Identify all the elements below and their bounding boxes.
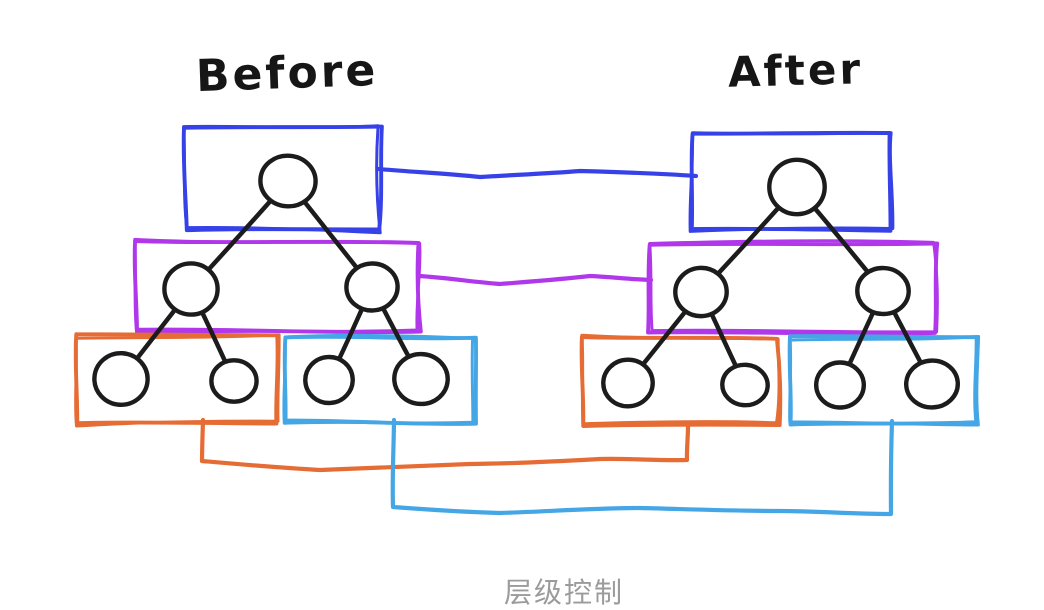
before-level3-left-box-stroke [74,333,281,428]
before-leaf-4 [392,351,450,407]
after-leaf-4 [904,358,960,410]
after-level1-box-stroke [688,131,895,233]
after-level3-right-box [787,334,981,427]
after-leaf-2 [720,362,770,408]
before-level2-node-1 [162,261,220,317]
link-level3-right [390,417,895,517]
before-level2-node-2 [344,261,400,313]
before-level2-box [132,237,423,335]
caption-text: 层级控制 [504,576,625,609]
after-level3-left-box-stroke [580,333,781,426]
after-level1-box [688,130,895,233]
before-level3-left-box [73,332,281,428]
before-leaf-1 [92,350,150,408]
after-level2-box-stroke [648,239,939,334]
before-level2-box-stroke [133,237,422,335]
after-level2-box [646,239,940,336]
after-level3-right-box-stroke [788,335,981,427]
before-root-node [258,153,318,209]
after-level3-left-box [579,333,783,428]
before-label: Before [195,44,380,103]
before-level1-box-stroke [182,124,382,235]
before-leaf-3 [303,354,355,406]
before-leaf-2 [209,358,259,404]
after-level2-node-1 [673,265,729,319]
tree-nodes [92,153,960,410]
after-label: After [727,44,864,97]
link-level2 [416,273,654,287]
after-level2-node-2 [855,265,911,317]
level-boxes [73,124,981,428]
group-links [199,166,895,517]
after-root-node [767,157,827,217]
link-level3-left [199,417,691,473]
after-leaf-1 [601,357,655,409]
before-level1-box [181,124,384,235]
link-level1 [376,166,699,180]
after-leaf-3 [814,360,866,410]
